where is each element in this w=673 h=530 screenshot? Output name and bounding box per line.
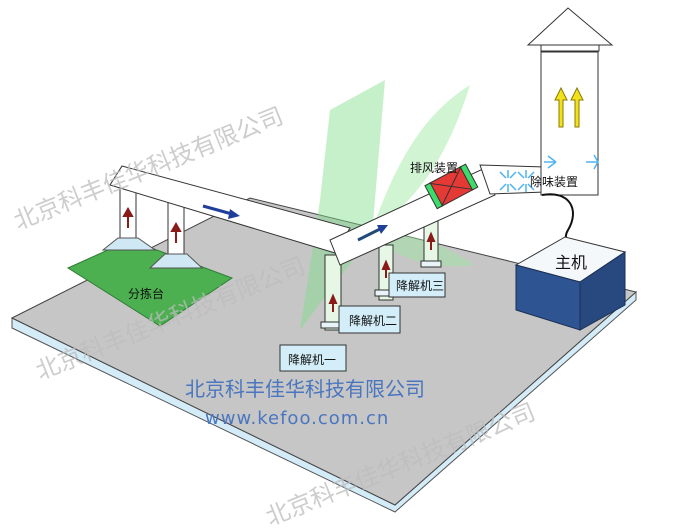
company-url: www.kefoo.com.cn bbox=[205, 408, 389, 429]
degrader-3-label: 降解机三 bbox=[396, 279, 444, 293]
degrader-2 bbox=[338, 305, 401, 334]
degrader-3 bbox=[388, 272, 446, 298]
up-arrow-icon bbox=[328, 231, 436, 312]
suction-hood bbox=[148, 253, 204, 269]
deodorizer-label: 除味装置 bbox=[530, 174, 578, 189]
degrader-1-label: 降解机一 bbox=[288, 353, 336, 367]
exhaust-device-label: 排风装置 bbox=[410, 161, 458, 175]
sorting-table-label: 分拣台 bbox=[128, 286, 164, 301]
host-label: 主机 bbox=[555, 253, 587, 272]
exhaust-fan bbox=[424, 163, 479, 210]
up-arrow-icon bbox=[122, 206, 182, 243]
company-name: 北京科丰佳华科技有限公司 bbox=[185, 377, 425, 401]
flow-arrow-icon bbox=[202, 204, 240, 219]
degrader-1 bbox=[279, 344, 347, 372]
suction-hood bbox=[101, 237, 157, 251]
degrader-pipe bbox=[324, 254, 342, 331]
host-side bbox=[579, 251, 626, 331]
degrader-2-label: 降解机二 bbox=[349, 314, 397, 328]
deodorizer-tower bbox=[540, 51, 599, 196]
up-arrow-icon bbox=[554, 86, 584, 128]
tower-roof bbox=[526, 7, 614, 46]
flow-arrow-icon bbox=[357, 225, 388, 242]
spray-icon bbox=[499, 154, 599, 192]
